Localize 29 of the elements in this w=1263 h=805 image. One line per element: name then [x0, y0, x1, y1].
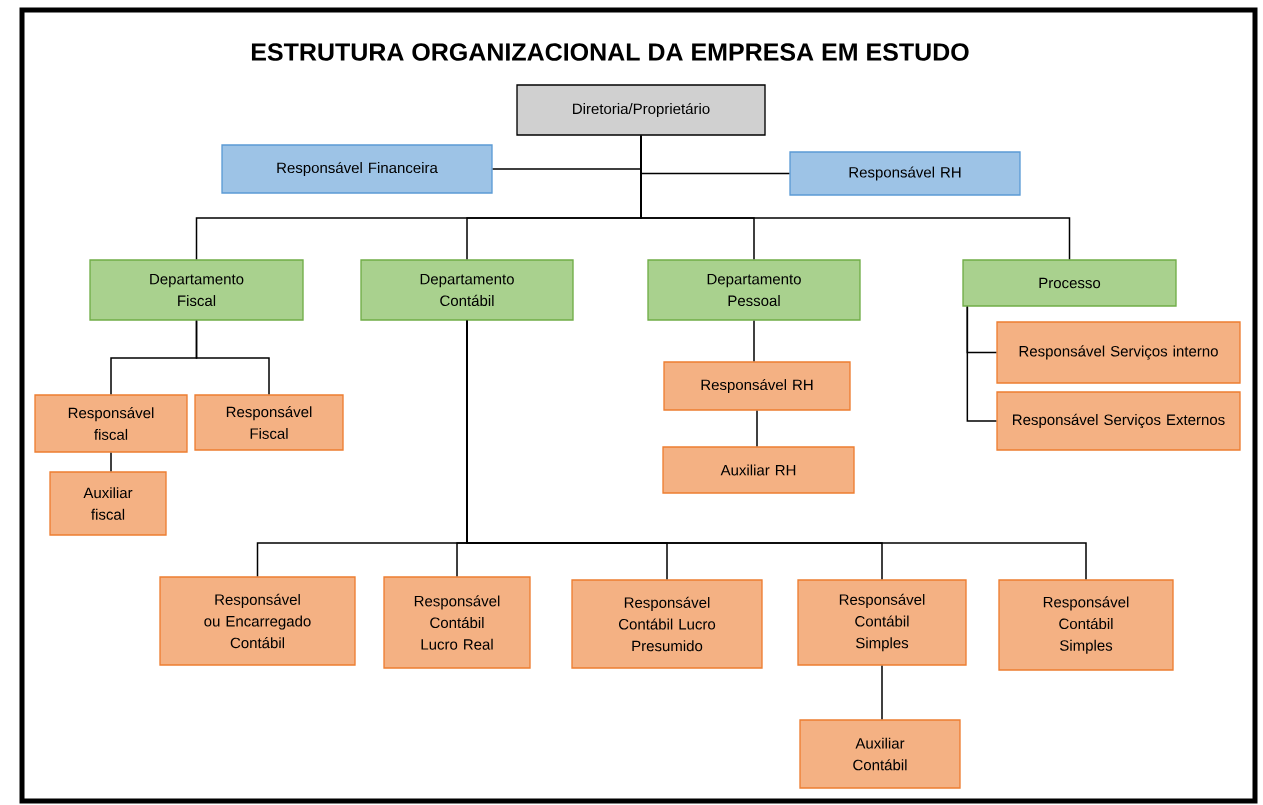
role-box: Responsável ou Encarregado Contábil [159, 576, 356, 666]
role-box: Responsável Contábil Simples [998, 579, 1174, 671]
role-box: Responsável Contábil Lucro Real [383, 576, 531, 669]
connector-line [881, 664, 883, 721]
manager-box: Responsável RH [789, 151, 1021, 196]
role-box: Responsável Contábil Simples [797, 579, 967, 666]
connector-line [753, 319, 755, 363]
manager-box: Responsável Financeira [221, 144, 493, 194]
connector-line [640, 134, 1071, 261]
department-box: Departamento Pessoal [647, 259, 861, 321]
connector-line [195, 319, 270, 396]
role-box: Responsável Serviços interno [996, 321, 1241, 384]
role-box: Responsável RH [663, 361, 851, 411]
role-box: Auxiliar Contábil [799, 719, 961, 789]
role-box: Responsável Serviços Externos [996, 391, 1241, 451]
department-box: Processo [962, 259, 1177, 307]
title: ESTRUTURA ORGANIZACIONAL DA EMPRESA EM ESTUDO [251, 43, 969, 61]
connector-line [110, 451, 112, 473]
role-box: Responsável Contábil Lucro Presumido [571, 579, 763, 669]
role-box: Auxiliar fiscal [49, 471, 167, 536]
department-box: Departamento Fiscal [89, 259, 304, 321]
connector-line [966, 305, 998, 422]
role-box: Auxiliar RH [662, 446, 855, 494]
role-box: Responsável fiscal [34, 394, 188, 453]
director-box: Diretoria/Proprietário [516, 84, 766, 136]
role-box: Responsável Fiscal [194, 394, 344, 451]
connector-line [466, 319, 1087, 581]
department-box: Departamento Contábil [360, 259, 574, 321]
connector-line [756, 409, 758, 448]
